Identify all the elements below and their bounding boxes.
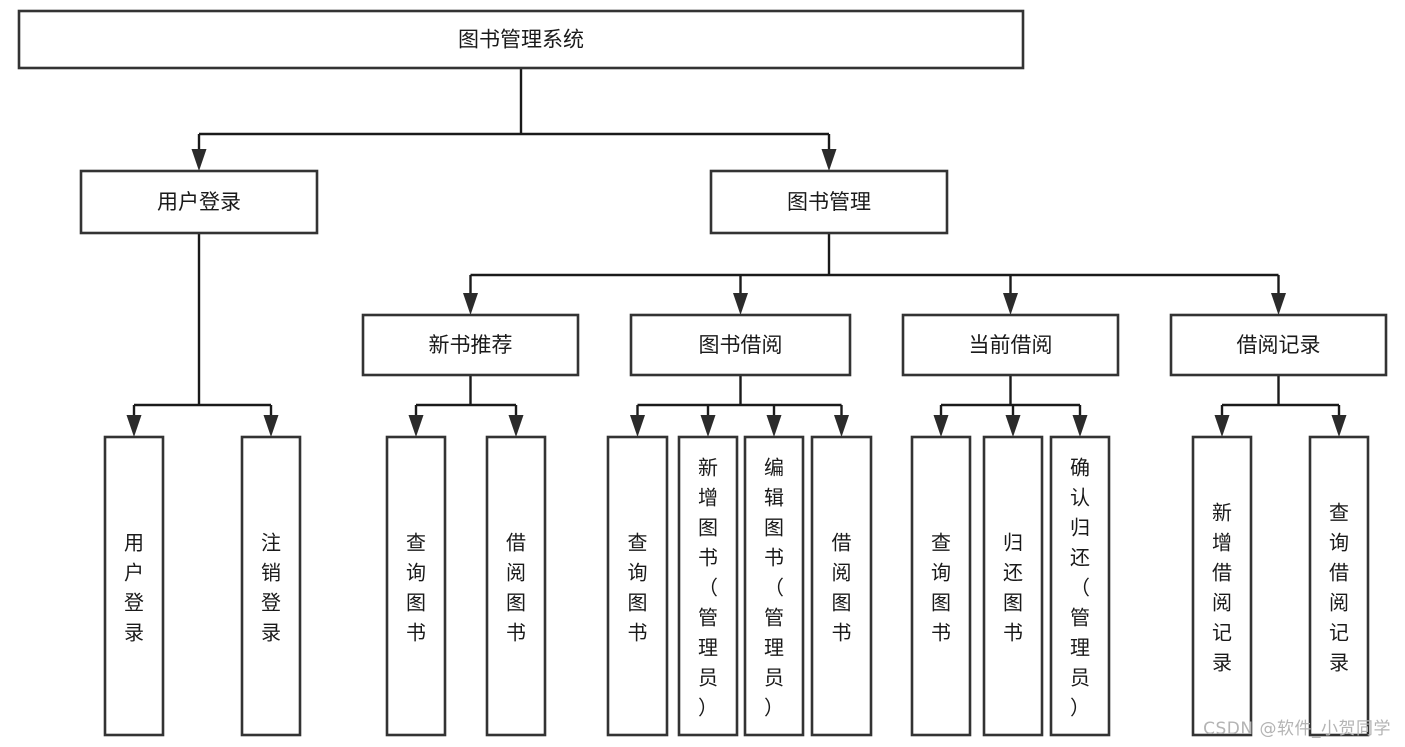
connector-arrow-icon	[126, 415, 142, 437]
node-label: 新增借阅记录	[1212, 500, 1232, 674]
node-box[interactable]	[385, 435, 447, 737]
node-leaf-borrow-book-recommend[interactable]: 借阅图书	[485, 435, 547, 737]
connector-arrow-icon	[1214, 415, 1230, 437]
node-user-login[interactable]: 用户登录	[79, 169, 319, 235]
connector-arrow-icon	[463, 293, 478, 315]
node-leaf-query-book-borrow[interactable]: 查询图书	[606, 435, 669, 737]
node-label: 查询图书	[406, 530, 426, 644]
node-label: 用户登录	[124, 530, 144, 644]
node-box[interactable]	[79, 169, 319, 235]
node-borrow-records[interactable]: 借阅记录	[1169, 313, 1388, 377]
node-leaf-query-book-recommend[interactable]: 查询图书	[385, 435, 447, 737]
node-leaf-query-book-current[interactable]: 查询图书	[910, 435, 972, 737]
node-box[interactable]	[1169, 313, 1388, 377]
node-label: 图书管理系统	[458, 28, 584, 52]
node-root[interactable]: 图书管理系统	[17, 9, 1025, 70]
node-label: 新书推荐	[429, 333, 513, 357]
node-leaf-user-login[interactable]: 用户登录	[103, 435, 165, 737]
node-box[interactable]	[910, 435, 972, 737]
connector-layer	[126, 68, 1347, 437]
node-label: 图书管理	[787, 190, 871, 214]
connector-arrow-icon	[766, 415, 782, 437]
node-box[interactable]	[606, 435, 669, 737]
node-box[interactable]	[677, 435, 739, 737]
node-leaf-query-borrow-record[interactable]: 查询借阅记录	[1308, 435, 1370, 737]
node-box[interactable]	[17, 9, 1025, 70]
connector-arrow-icon	[1003, 293, 1018, 315]
node-label: 注销登录	[261, 530, 281, 644]
node-leaf-logout[interactable]: 注销登录	[240, 435, 302, 737]
node-box[interactable]	[361, 313, 580, 377]
node-label: 借阅图书	[506, 530, 526, 644]
node-label: 查询借阅记录	[1329, 500, 1349, 674]
node-label: 借阅图书	[832, 530, 852, 644]
node-book-management[interactable]: 图书管理	[709, 169, 949, 235]
node-box[interactable]	[240, 435, 302, 737]
connector-arrow-icon	[263, 415, 279, 437]
node-box[interactable]	[629, 313, 852, 377]
node-box[interactable]	[810, 435, 873, 737]
csdn-watermark: CSDN @软件_小贺同学	[1203, 719, 1391, 739]
node-box[interactable]	[1308, 435, 1370, 737]
connector-arrow-icon	[408, 415, 424, 437]
connector-arrow-icon	[733, 293, 748, 315]
connector-arrow-icon	[1271, 293, 1286, 315]
node-leaf-return-book[interactable]: 归还图书	[982, 435, 1044, 737]
connector-arrow-icon	[1331, 415, 1347, 437]
connector-arrow-icon	[630, 415, 645, 437]
node-label: 编辑图书（管理员）	[764, 455, 784, 719]
node-label: 查询图书	[628, 530, 648, 644]
node-label: 确认归还（管理员）	[1070, 455, 1090, 719]
node-box[interactable]	[485, 435, 547, 737]
node-box[interactable]	[743, 435, 805, 737]
connector-arrow-icon	[933, 415, 949, 437]
connector-arrow-icon	[1005, 415, 1021, 437]
node-box[interactable]	[901, 313, 1120, 377]
node-label: 用户登录	[157, 190, 241, 214]
node-label: 新增图书（管理员）	[698, 455, 718, 719]
node-label: 当前借阅	[969, 333, 1053, 357]
connector-arrow-icon	[508, 415, 524, 437]
node-box[interactable]	[1049, 435, 1111, 737]
node-label: 归还图书	[1003, 530, 1023, 644]
node-leaf-edit-book-admin[interactable]: 编辑图书（管理员）	[743, 435, 805, 737]
node-new-book-recommend[interactable]: 新书推荐	[361, 313, 580, 377]
connector-arrow-icon	[1072, 415, 1088, 437]
node-box[interactable]	[103, 435, 165, 737]
node-label: 借阅记录	[1237, 333, 1321, 357]
node-leaf-add-borrow-record[interactable]: 新增借阅记录	[1191, 435, 1253, 737]
node-leaf-add-book-admin[interactable]: 新增图书（管理员）	[677, 435, 739, 737]
node-layer: 图书管理系统用户登录图书管理新书推荐图书借阅当前借阅借阅记录用户登录注销登录查询…	[17, 9, 1388, 737]
node-leaf-borrow-book[interactable]: 借阅图书	[810, 435, 873, 737]
node-leaf-confirm-return-admin[interactable]: 确认归还（管理员）	[1049, 435, 1111, 737]
node-box[interactable]	[982, 435, 1044, 737]
connector-arrow-icon	[821, 149, 837, 171]
node-label: 查询图书	[931, 530, 951, 644]
node-book-borrow[interactable]: 图书借阅	[629, 313, 852, 377]
node-label: 图书借阅	[699, 333, 783, 357]
connector-arrow-icon	[191, 149, 207, 171]
node-current-borrow[interactable]: 当前借阅	[901, 313, 1120, 377]
connector-arrow-icon	[834, 415, 849, 437]
connector-arrow-icon	[700, 415, 716, 437]
node-box[interactable]	[1191, 435, 1253, 737]
node-box[interactable]	[709, 169, 949, 235]
